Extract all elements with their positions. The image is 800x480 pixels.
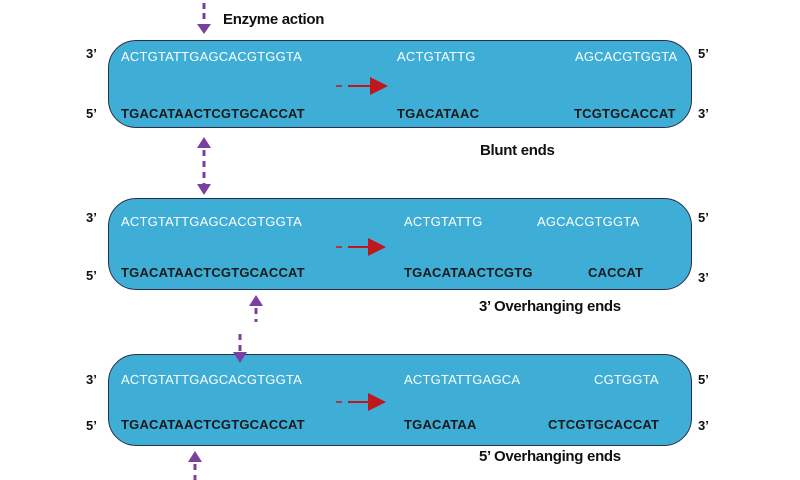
panel3-seq-top: ACTGTATTGAGCACGTGGTA xyxy=(121,372,302,387)
enzyme-arrow-2-up xyxy=(249,295,263,322)
panel3-frag1-bot: TGACATAA xyxy=(404,417,477,432)
enzyme-arrow-3-down xyxy=(233,334,247,363)
panel2-left-bot-end: 5’ xyxy=(86,268,97,283)
panel1-right-top-end: 5’ xyxy=(698,46,709,61)
panel2-right-top-end: 5’ xyxy=(698,210,709,225)
panel1-frag1-top: ACTGTATTG xyxy=(397,49,476,64)
panel1-left-bot-end: 5’ xyxy=(86,106,97,121)
panel3-seq-bot: TGACATAACTCGTGCACCAT xyxy=(121,417,305,432)
panel3-left-bot-end: 5’ xyxy=(86,418,97,433)
panel1-left-top-end: 3’ xyxy=(86,46,97,61)
panel2-caption: 3’ Overhanging ends xyxy=(479,298,621,315)
panel1-caption: Blunt ends xyxy=(480,142,555,159)
panel1-right-bot-end: 3’ xyxy=(698,106,709,121)
panel2-frag2-bot: CACCAT xyxy=(588,265,644,280)
panel2-left-top-end: 3’ xyxy=(86,210,97,225)
cut-arrow-2 xyxy=(336,238,386,256)
enzyme-arrow-3-up xyxy=(188,451,202,480)
panel3-right-top-end: 5’ xyxy=(698,372,709,387)
panel-blunt: ACTGTATTGAGCACGTGGTA TGACATAACTCGTGCACCA… xyxy=(108,40,692,128)
panel3-right-bot-end: 3’ xyxy=(698,418,709,433)
panel3-left-top-end: 3’ xyxy=(86,372,97,387)
panel-3-overhang: ACTGTATTGAGCACGTGGTA TGACATAACTCGTGCACCA… xyxy=(108,198,692,290)
cut-arrow-3 xyxy=(336,393,386,411)
panel1-frag2-bot: TCGTGCACCAT xyxy=(574,106,676,121)
panel2-seq-top: ACTGTATTGAGCACGTGGTA xyxy=(121,214,302,229)
cut-arrow-1 xyxy=(336,77,388,95)
panel3-frag2-top: CGTGGTA xyxy=(594,372,659,387)
panel2-frag1-bot: TGACATAACTCGTG xyxy=(404,265,533,280)
panel1-frag2-top: AGCACGTGGTA xyxy=(575,49,678,64)
panel2-frag1-top: ACTGTATTG xyxy=(404,214,483,229)
panel1-frag1-bot: TGACATAAC xyxy=(397,106,480,121)
panel3-frag1-top: ACTGTATTGAGCA xyxy=(404,372,521,387)
panel2-frag2-top: AGCACGTGGTA xyxy=(537,214,640,229)
panel2-seq-bot: TGACATAACTCGTGCACCAT xyxy=(121,265,305,280)
panel1-seq-bot: TGACATAACTCGTGCACCAT xyxy=(121,106,305,121)
panel2-right-bot-end: 3’ xyxy=(698,270,709,285)
panel1-seq-top: ACTGTATTGAGCACGTGGTA xyxy=(121,49,302,64)
panel3-caption: 5’ Overhanging ends xyxy=(479,448,621,465)
panel-5-overhang: ACTGTATTGAGCACGTGGTA TGACATAACTCGTGCACCA… xyxy=(108,354,692,446)
enzyme-arrow-1-2 xyxy=(197,137,211,195)
diagram-title: Enzyme action xyxy=(223,11,325,28)
panel3-frag2-bot: CTCGTGCACCAT xyxy=(548,417,660,432)
enzyme-arrow-top xyxy=(197,3,211,34)
